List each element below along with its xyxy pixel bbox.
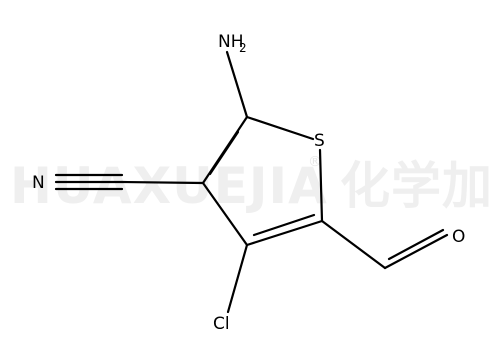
chlorine-label: Cl	[213, 314, 230, 334]
watermark: HUAXUEJIA ® 化学加	[10, 154, 493, 215]
bond-c5-cho	[320, 219, 387, 270]
bonds	[54, 50, 449, 314]
bond-s-c5	[318, 148, 324, 223]
bond-c3-c4	[201, 181, 249, 247]
bond-cho-o	[383, 233, 449, 270]
watermark-text-cjk: 化学加	[340, 157, 493, 215]
amine-label: NH	[218, 32, 244, 52]
bond-c2-s	[245, 115, 315, 141]
bond-cho-o-inner	[387, 228, 445, 261]
amine-subscript: 2	[239, 41, 247, 55]
atom-labels: NH 2 S N O Cl	[32, 32, 465, 334]
nitrile-nitrogen-label: N	[32, 173, 45, 193]
bond-c3-cn	[120, 180, 205, 185]
bond-c2-nh2	[225, 50, 249, 119]
bond-c2-c3-inner	[208, 130, 240, 176]
oxygen-label: O	[452, 227, 465, 247]
bond-c4-c5-inner	[252, 213, 316, 237]
bond-c4-c5	[245, 219, 324, 247]
sulfur-label: S	[314, 131, 325, 151]
bond-c4-cl	[226, 243, 249, 314]
watermark-text: HUAXUEJIA	[10, 157, 328, 215]
watermark-registered-mark: ®	[308, 154, 322, 170]
